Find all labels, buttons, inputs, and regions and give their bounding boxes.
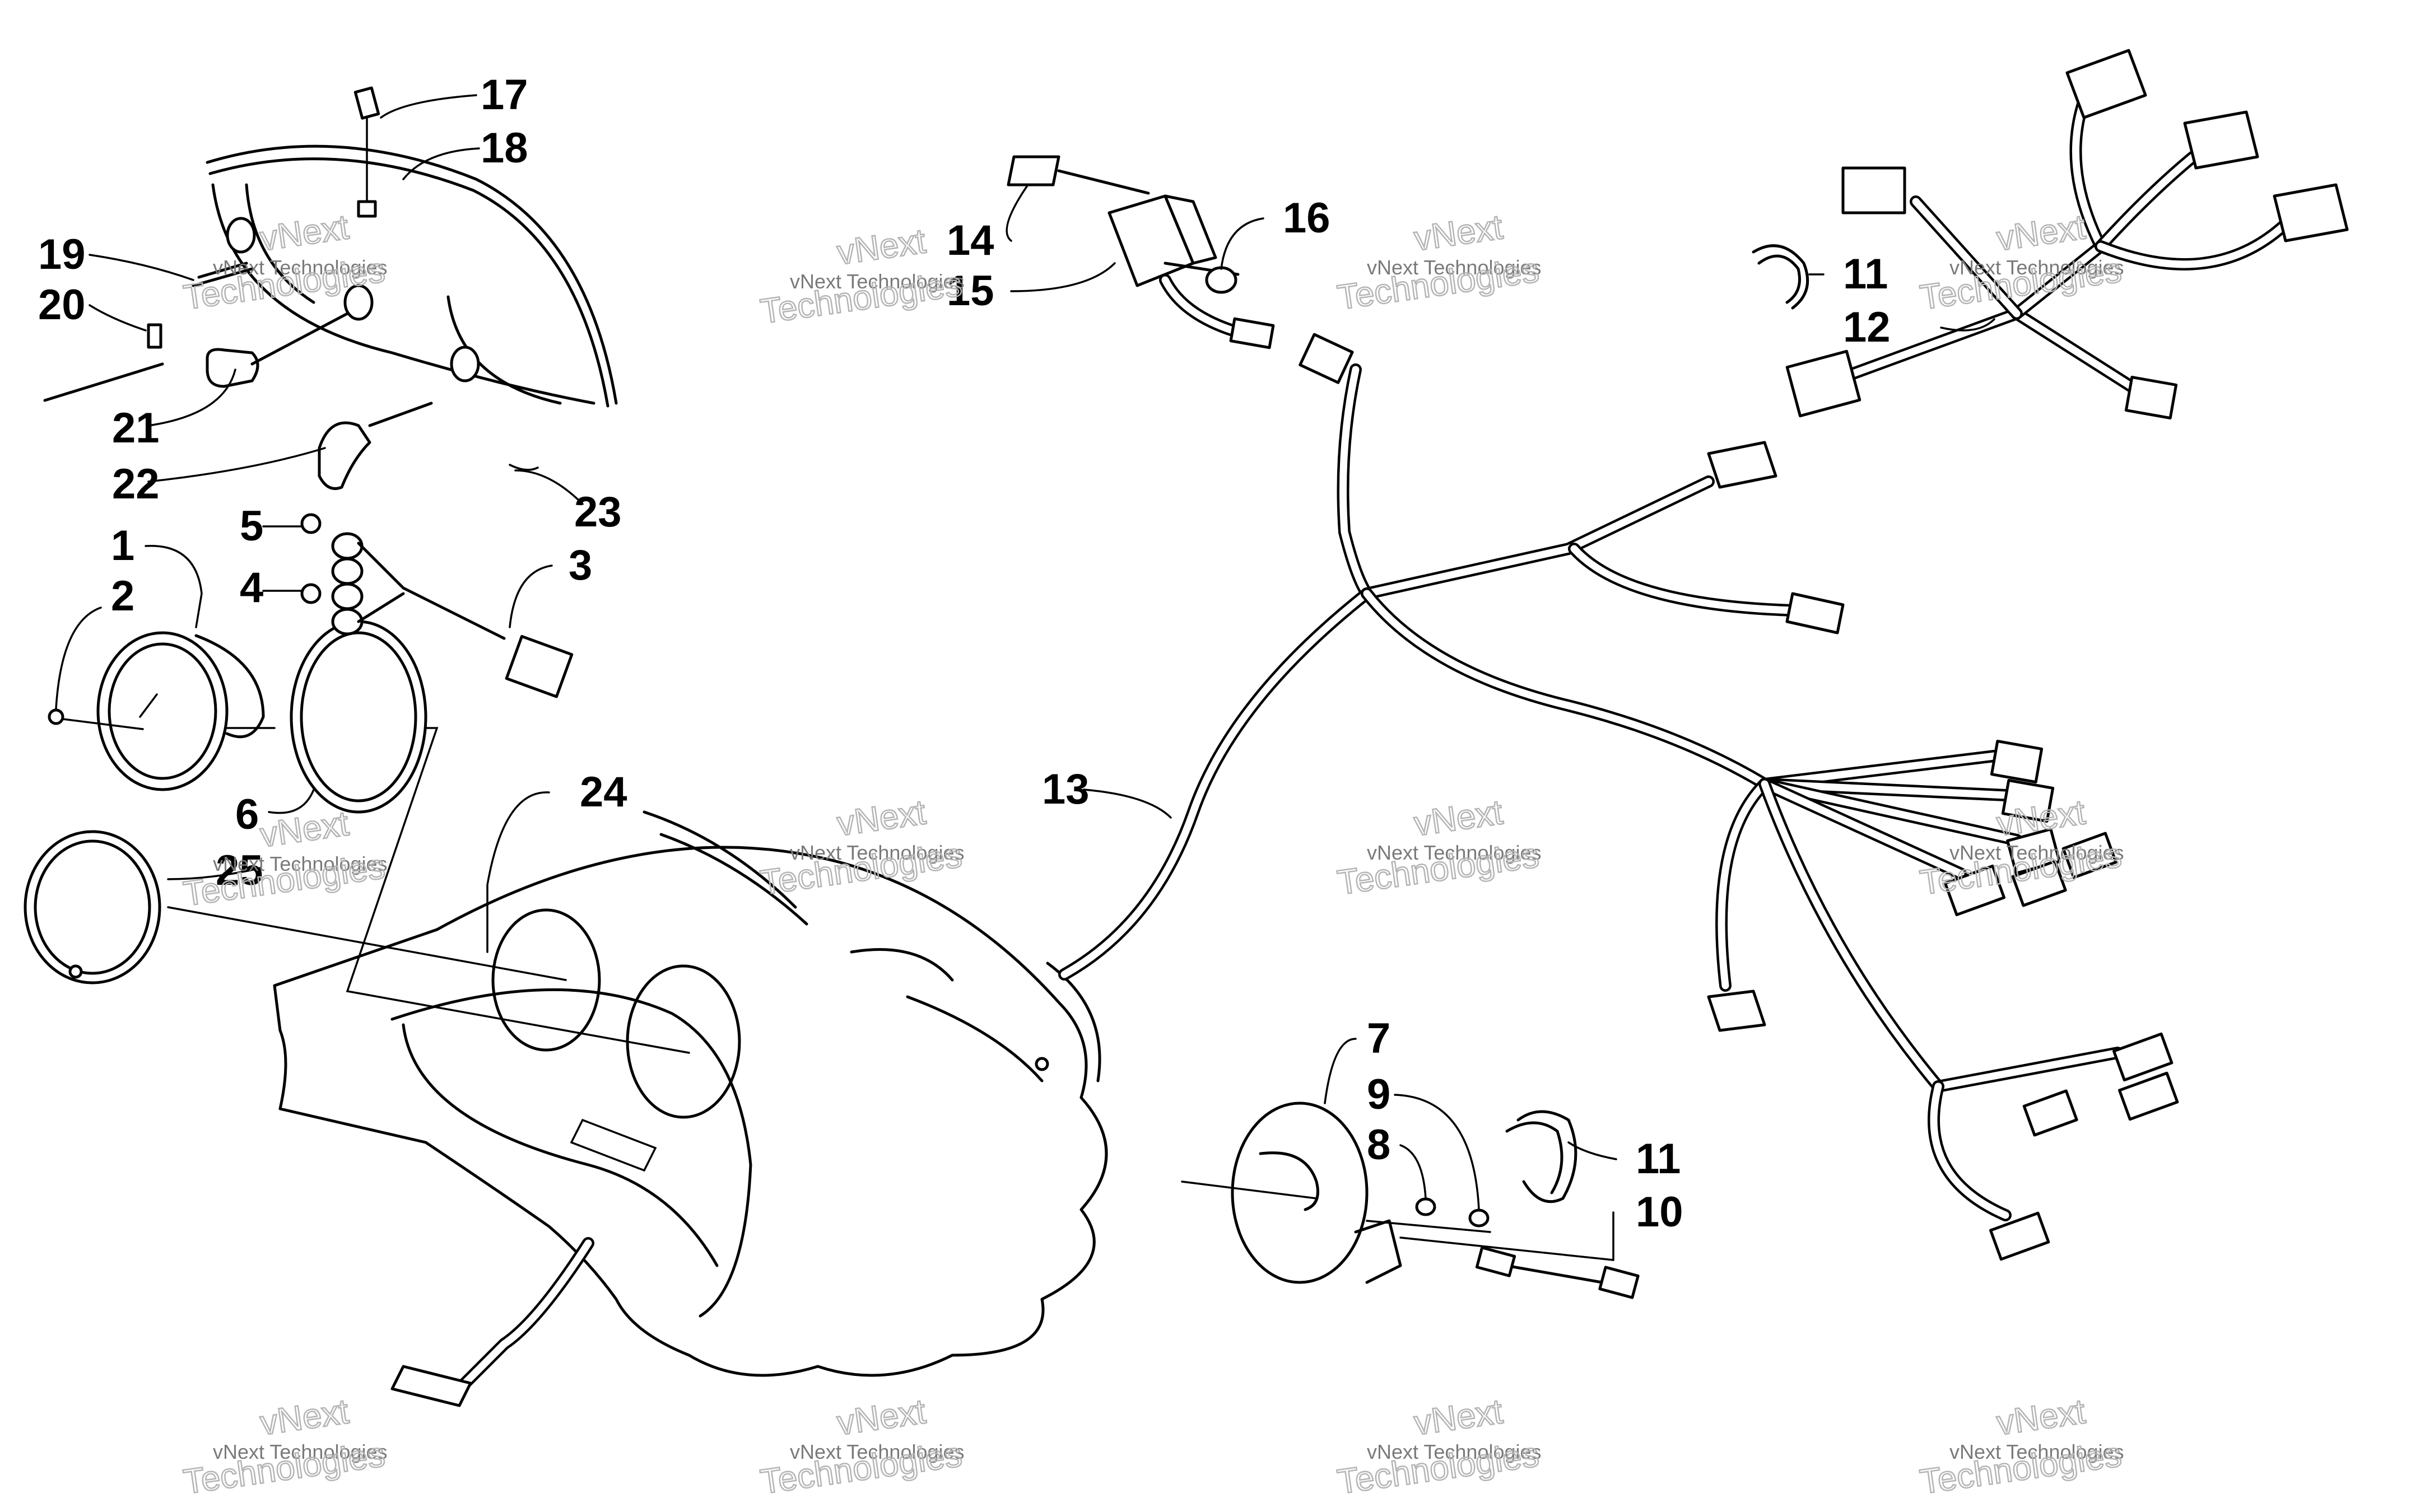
svg-text:vNext Technologies: vNext Technologies: [1367, 1440, 1542, 1463]
svg-text:vNext Technologies: vNext Technologies: [1367, 841, 1542, 864]
svg-text:vNext: vNext: [835, 793, 928, 843]
callout-24: 24: [580, 768, 627, 816]
svg-text:vNext Technologies: vNext Technologies: [213, 852, 388, 875]
svg-text:vNext: vNext: [1412, 793, 1505, 843]
watermark-10: vNext vNext Technologies Technologies: [757, 1392, 965, 1502]
callout-14: 14: [947, 217, 994, 264]
svg-text:vNext Technologies: vNext Technologies: [213, 256, 388, 279]
watermark-6: vNext vNext Technologies Technologies: [757, 792, 965, 903]
callout-18: 18: [481, 124, 528, 172]
watermark-11: vNext vNext Technologies Technologies: [1334, 1392, 1542, 1502]
svg-text:vNext: vNext: [835, 1392, 928, 1443]
callout-11-lower: 11: [1636, 1135, 1681, 1183]
watermark-7: vNext vNext Technologies Technologies: [1334, 792, 1542, 903]
callout-8: 8: [1367, 1121, 1390, 1169]
callout-labels: 17 18 19 20 21 22 23 5 1 2 4 3 6 25 24 1…: [38, 71, 1891, 1236]
callout-17: 17: [481, 71, 528, 119]
console-hood: [273, 810, 1108, 1407]
svg-text:vNext Technologies: vNext Technologies: [1949, 1440, 2124, 1463]
svg-text:vNext Technologies: vNext Technologies: [1949, 256, 2124, 279]
svg-text:vNext: vNext: [835, 222, 928, 272]
watermark-5: vNext vNext Technologies Technologies: [180, 804, 388, 914]
svg-text:vNext Technologies: vNext Technologies: [790, 270, 965, 293]
callout-9: 9: [1367, 1071, 1390, 1118]
watermark-3: vNext vNext Technologies Technologies: [1334, 207, 1542, 318]
callout-6: 6: [235, 791, 259, 838]
callout-19: 19: [38, 231, 86, 278]
headlight-assembly: [43, 86, 618, 490]
callout-16: 16: [1283, 194, 1330, 242]
svg-text:vNext Technologies: vNext Technologies: [213, 1440, 388, 1463]
callout-5: 5: [240, 502, 263, 550]
speedo-drive: [1181, 1102, 1640, 1299]
callout-20: 20: [38, 281, 86, 329]
callout-12: 12: [1843, 304, 1891, 351]
gauge-assembly: [24, 513, 574, 984]
svg-text:vNext Technologies: vNext Technologies: [1949, 841, 2124, 864]
watermark-9: vNext vNext Technologies Technologies: [180, 1392, 388, 1502]
leader-lines: [55, 94, 1995, 1261]
watermark-2: vNext vNext Technologies Technologies: [757, 221, 965, 332]
callout-15: 15: [947, 267, 994, 315]
callout-11-upper: 11: [1843, 250, 1888, 298]
watermark-8: vNext vNext Technologies Technologies: [1917, 792, 2125, 903]
callout-10: 10: [1636, 1188, 1683, 1236]
callout-22: 22: [112, 460, 160, 508]
svg-text:vNext: vNext: [258, 208, 351, 258]
callout-3: 3: [569, 542, 592, 589]
callout-2: 2: [111, 572, 134, 620]
svg-text:vNext Technologies: vNext Technologies: [1367, 256, 1542, 279]
watermark-12: vNext vNext Technologies Technologies: [1917, 1392, 2125, 1502]
svg-text:vNext: vNext: [1412, 1392, 1505, 1443]
callout-4: 4: [240, 564, 263, 612]
svg-text:vNext: vNext: [1412, 208, 1505, 258]
svg-text:vNext: vNext: [1994, 208, 2088, 258]
svg-text:vNext Technologies: vNext Technologies: [790, 1440, 965, 1463]
callout-7: 7: [1367, 1015, 1390, 1062]
callout-1: 1: [111, 522, 134, 570]
callout-13: 13: [1042, 766, 1090, 813]
main-harness: [1058, 333, 2179, 1261]
callout-25: 25: [216, 847, 263, 894]
svg-text:vNext: vNext: [258, 1392, 351, 1443]
svg-text:vNext Technologies: vNext Technologies: [790, 841, 965, 864]
upper-harness: [1752, 49, 2349, 419]
svg-text:vNext: vNext: [1994, 1392, 2088, 1443]
callout-21: 21: [112, 404, 160, 452]
regulator-assembly: [1007, 155, 1275, 349]
callout-23: 23: [574, 488, 622, 536]
